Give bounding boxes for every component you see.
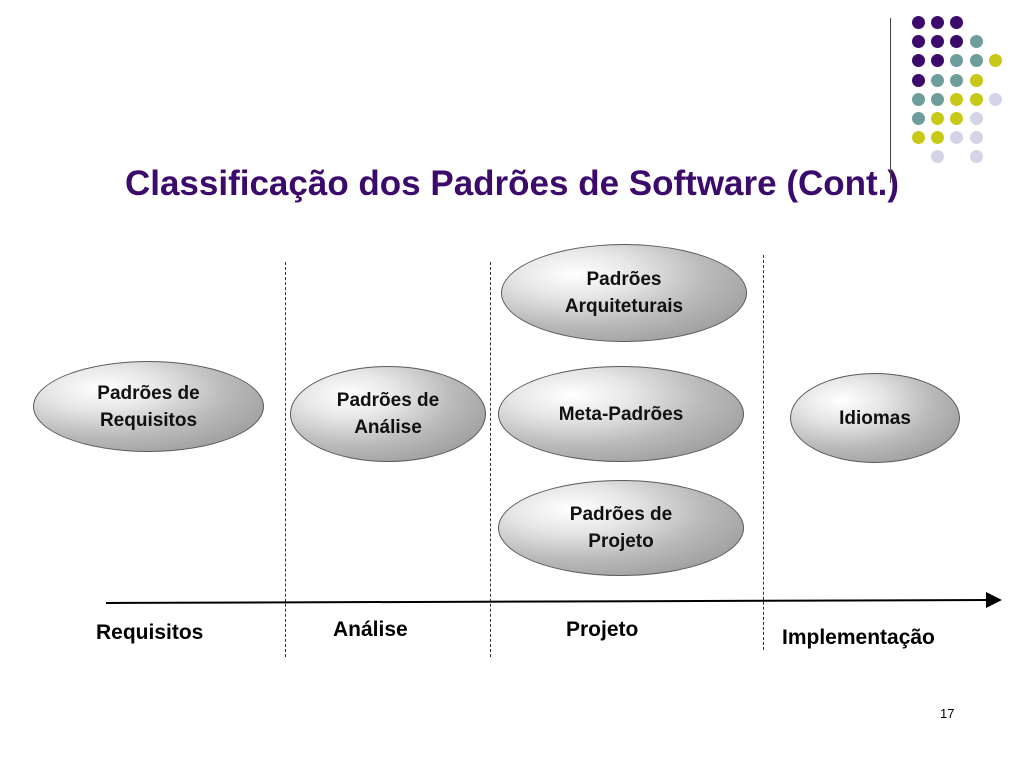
timeline-arrow-head (986, 592, 1002, 608)
node-padroes-arquiteturais: Padrões Arquiteturais (501, 244, 747, 342)
decorative-dot (912, 112, 925, 125)
node-label: Padrões de Projeto (569, 504, 673, 552)
decorative-dot (912, 35, 925, 49)
stage-label-analise: Análise (333, 618, 408, 641)
decorative-dot (969, 150, 983, 164)
decorative-dot (931, 92, 945, 106)
slide-title: Classificação dos Padrões de Software (C… (124, 164, 900, 203)
decorative-dot (988, 54, 1002, 68)
phase-divider-1 (285, 262, 286, 657)
node-meta-padroes: Meta-Padrões (498, 366, 744, 462)
decorative-dot (931, 54, 945, 68)
decorative-dot (912, 73, 925, 87)
node-padroes-de-analise: Padrões de Análise (290, 366, 486, 462)
decorative-dot (969, 54, 983, 68)
decorative-dot (912, 54, 925, 68)
decorative-dot (912, 16, 925, 29)
node-label: Padrões Arquiteturais (564, 269, 684, 317)
node-label: Padrões de Requisitos (97, 382, 200, 431)
decorative-dot (969, 35, 983, 49)
decorative-dot (931, 16, 945, 29)
stage-label-requisitos: Requisitos (96, 621, 204, 644)
decorative-dot (931, 73, 945, 87)
decorative-dot (950, 131, 964, 145)
stage-label-implementacao: Implementação (782, 626, 935, 649)
decorative-dot (931, 150, 945, 164)
decorative-dot (931, 35, 945, 49)
decorative-dot (950, 16, 964, 29)
decorative-dot (950, 35, 964, 49)
decorative-dot (912, 131, 925, 145)
decorative-dot (969, 131, 983, 145)
phase-divider-3 (763, 255, 764, 650)
node-padroes-de-requisitos: Padrões de Requisitos (33, 361, 264, 452)
decorative-dot (931, 112, 945, 125)
decorative-dot (950, 92, 964, 106)
decorative-vertical-line (890, 18, 891, 183)
node-padroes-de-projeto: Padrões de Projeto (498, 480, 744, 576)
node-label: Padrões de Análise (336, 390, 440, 438)
decorative-dot (969, 112, 983, 125)
decorative-dot (969, 92, 983, 106)
node-idiomas: Idiomas (790, 373, 960, 463)
phase-divider-2 (490, 262, 491, 657)
decorative-dot (931, 131, 945, 145)
decorative-dot (950, 112, 964, 125)
slide-number: 17 (940, 706, 955, 721)
timeline-arrow-line (105, 599, 989, 604)
decorative-dot (950, 73, 964, 87)
decorative-dot (950, 54, 964, 68)
decorative-dot (912, 92, 925, 106)
stage-label-projeto: Projeto (566, 618, 639, 641)
node-label: Meta-Padrões (558, 403, 684, 425)
decorative-dot (969, 73, 983, 87)
decorative-dot (988, 92, 1002, 106)
node-label: Idiomas (839, 407, 911, 429)
